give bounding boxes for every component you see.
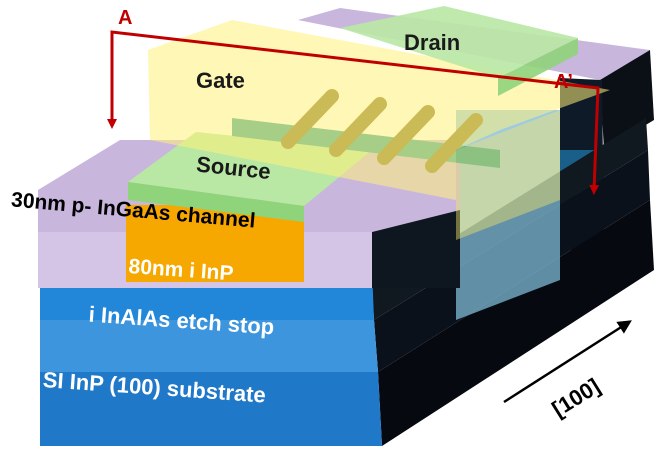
channel-right-side xyxy=(372,210,460,288)
source-contact-front xyxy=(128,182,304,222)
label-cut-end: A’ xyxy=(554,71,573,93)
label-direction: [100] xyxy=(548,373,605,421)
etch-stop-front xyxy=(40,320,378,372)
gate-right-face xyxy=(456,110,560,240)
direction-arrow xyxy=(503,320,632,404)
substrate-front xyxy=(40,372,382,446)
label-gate: Gate xyxy=(196,68,245,93)
gate-block xyxy=(148,20,610,200)
drain-contact-top xyxy=(340,6,578,78)
label-cut-start: A xyxy=(118,7,132,29)
drain-contact-front xyxy=(498,38,578,96)
substrate-right-side xyxy=(378,200,654,446)
channel-orange-strip xyxy=(126,205,304,282)
label-drain: Drain xyxy=(404,30,460,55)
